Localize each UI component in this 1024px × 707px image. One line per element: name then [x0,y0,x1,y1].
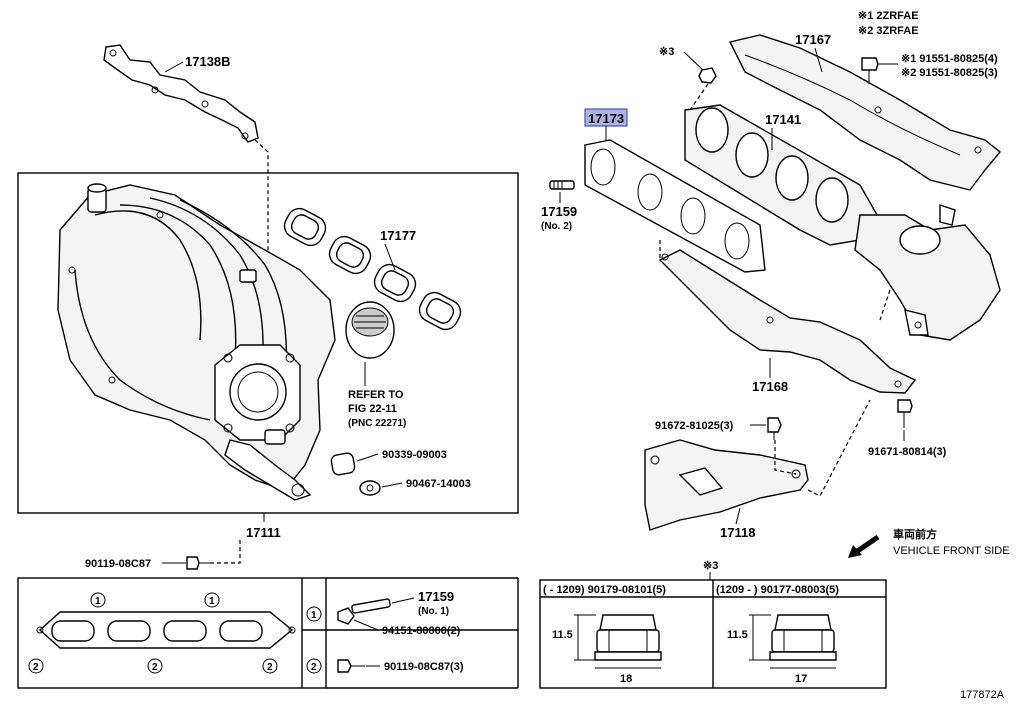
label-90339: 90339-09003 [382,449,447,461]
refer-line-3: (PNC 22271) [348,418,406,429]
gasket-17173[interactable] [584,139,766,273]
nut-90179-08101[interactable] [594,614,662,661]
mark-3-bottom: ※3 [703,560,718,572]
refer-line-1: REFER TO [348,389,404,401]
callout-2-key: 2 [306,658,322,674]
label-90467: 90467-14003 [406,478,471,490]
callout-2-bottom-mid: 2 [147,658,163,674]
label-17111: 17111 [246,525,281,540]
intake-manifold-box [17,172,519,514]
svg-text:2: 2 [152,662,158,673]
bolt-91672[interactable] [767,417,782,440]
svg-text:2: 2 [267,662,273,673]
refer-line-2: FIG 22-11 [348,403,397,415]
label-17168: 17168 [752,379,788,394]
label-17159-no1-sub: (No. 1) [418,606,449,617]
stud-17159-no1[interactable] [337,598,391,625]
intake-manifold-17111[interactable] [57,183,336,501]
header-left-nut: ( - 1209) 90179-08101(5) [543,584,666,596]
stud-17159-no2[interactable] [549,180,575,190]
svg-text:1: 1 [95,596,101,607]
gasket-17177[interactable] [280,204,464,333]
svg-text:2: 2 [311,662,317,673]
throttle-body-gasket[interactable] [345,301,395,359]
sub-box-gasket [17,577,327,689]
svg-text:1: 1 [209,596,215,607]
label-17167: 17167 [795,32,831,47]
label-17118: 17118 [720,525,755,540]
label-17141: 17141 [765,112,801,127]
label-front-jp: 車両前方 [893,527,937,541]
svg-text:1: 1 [311,610,317,621]
callout-2-bottom-right: 2 [262,658,278,674]
bracket-17138b[interactable] [103,44,259,143]
bolt-90119[interactable] [186,556,212,570]
label-94151: 94151-80800(2) [382,625,461,637]
label-91551-2: ※2 91551-80825(3) [901,67,998,79]
label-17177: 17177 [380,228,416,243]
heat-insulator-17167[interactable] [728,34,1001,191]
label-17159-no2: 17159 [541,204,577,219]
figure-code: 177872A [960,689,1005,701]
gasket-17177-flat[interactable] [36,611,296,649]
label-91672: 91672-81025(3) [655,420,734,432]
label-91551-1: ※1 91551-80825(4) [901,53,998,65]
label-front-en: VEHICLE FRONT SIDE [893,545,1010,557]
label-91671: 91671-80814(3) [868,446,947,458]
label-17173[interactable]: 17173 [588,111,624,126]
vehicle-front-arrow [848,534,880,558]
clip-90467[interactable] [359,480,381,496]
stay-bracket-17118[interactable] [644,439,809,531]
callout-2-bottom-left: 2 [28,658,44,674]
dim-left-height: 11.5 [552,629,573,641]
nut-90177-08003[interactable] [769,614,837,661]
note-engine-1: ※1 2ZRFAE [858,10,919,22]
label-90119-sub: 90119-08C87(3) [384,661,464,673]
label-17159-no2-sub: (No. 2) [541,221,572,232]
nut-mark3[interactable] [698,67,717,84]
dim-left-width: 18 [620,673,632,685]
bolt-91551[interactable] [861,57,879,84]
exhaust-manifold-17141[interactable] [684,104,1001,341]
svg-text:2: 2 [33,662,39,673]
mark-3-top: ※3 [659,46,674,58]
header-right-nut: (1209 - ) 90177-08003(5) [716,584,839,596]
note-engine-2: ※2 3ZRFAE [858,25,919,37]
dim-right-width: 17 [795,673,807,685]
callout-1-top-left: 1 [90,592,106,608]
label-17159-no1: 17159 [418,589,454,604]
label-90119: 90119-08C87 [85,558,151,570]
callout-1-top-right: 1 [204,592,220,608]
bolt-91671[interactable] [897,399,913,428]
dim-right-height: 11.5 [727,629,748,641]
callout-1-key: 1 [306,606,322,622]
plug-90339[interactable] [330,452,356,476]
bolt-90119-sub[interactable] [337,659,365,673]
label-17138b: 17138B [185,54,231,69]
heat-insulator-17168[interactable] [658,249,917,394]
